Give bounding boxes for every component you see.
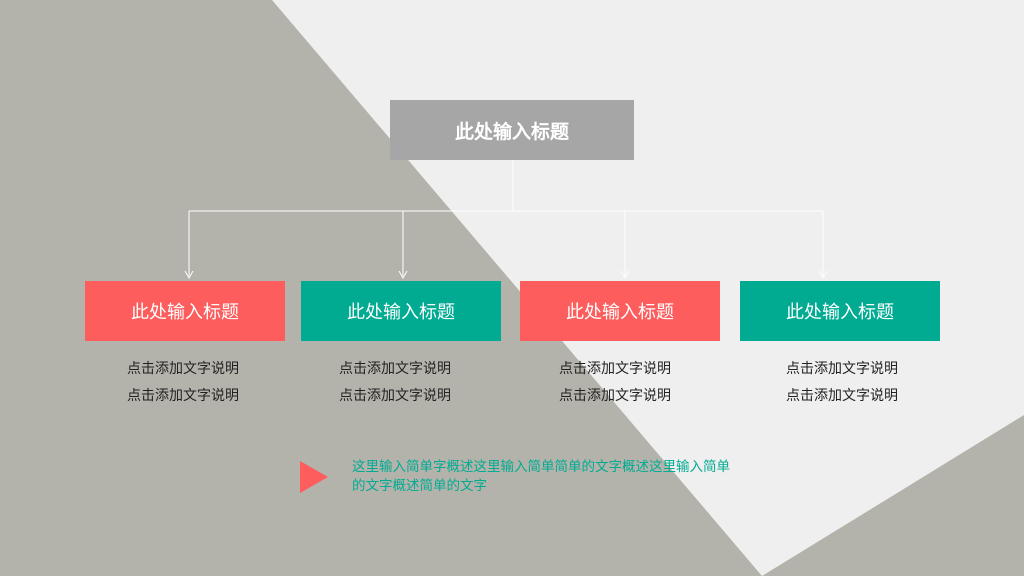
- child-desc-1: 点击添加文字说明 点击添加文字说明: [83, 356, 283, 410]
- arrow-head-2: [398, 270, 408, 280]
- arrow-head-4: [818, 270, 828, 280]
- arrow-head-3: [620, 270, 630, 280]
- root-node-label: 此处输入标题: [454, 120, 569, 143]
- desc-line: 点击添加文字说明: [786, 388, 898, 404]
- child-desc-2: 点击添加文字说明 点击添加文字说明: [295, 356, 495, 410]
- child-node-label: 此处输入标题: [131, 302, 239, 323]
- child-node-label: 此处输入标题: [566, 302, 674, 323]
- connector-lines: [184, 160, 828, 280]
- child-node-1[interactable]: 此处输入标题: [85, 281, 285, 341]
- root-node[interactable]: 此处输入标题: [390, 100, 634, 160]
- desc-line: 点击添加文字说明: [127, 361, 239, 377]
- desc-line: 点击添加文字说明: [786, 361, 898, 377]
- desc-line: 点击添加文字说明: [127, 388, 239, 404]
- desc-line: 点击添加文字说明: [559, 361, 671, 377]
- arrow-head-1: [184, 270, 194, 280]
- child-node-label: 此处输入标题: [786, 302, 894, 323]
- child-desc-3: 点击添加文字说明 点击添加文字说明: [515, 356, 715, 410]
- summary-note: 这里输入简单字概述这里输入简单简单的文字概述这里输入简单的文字概述简单的文字: [352, 459, 730, 494]
- desc-line: 点击添加文字说明: [339, 388, 451, 404]
- child-node-2[interactable]: 此处输入标题: [301, 281, 501, 341]
- child-node-3[interactable]: 此处输入标题: [520, 281, 720, 341]
- desc-line: 点击添加文字说明: [339, 361, 451, 377]
- desc-line: 点击添加文字说明: [559, 388, 671, 404]
- play-triangle-icon: [300, 461, 328, 493]
- child-node-label: 此处输入标题: [347, 302, 455, 323]
- child-node-4[interactable]: 此处输入标题: [740, 281, 940, 341]
- child-desc-4: 点击添加文字说明 点击添加文字说明: [742, 356, 942, 410]
